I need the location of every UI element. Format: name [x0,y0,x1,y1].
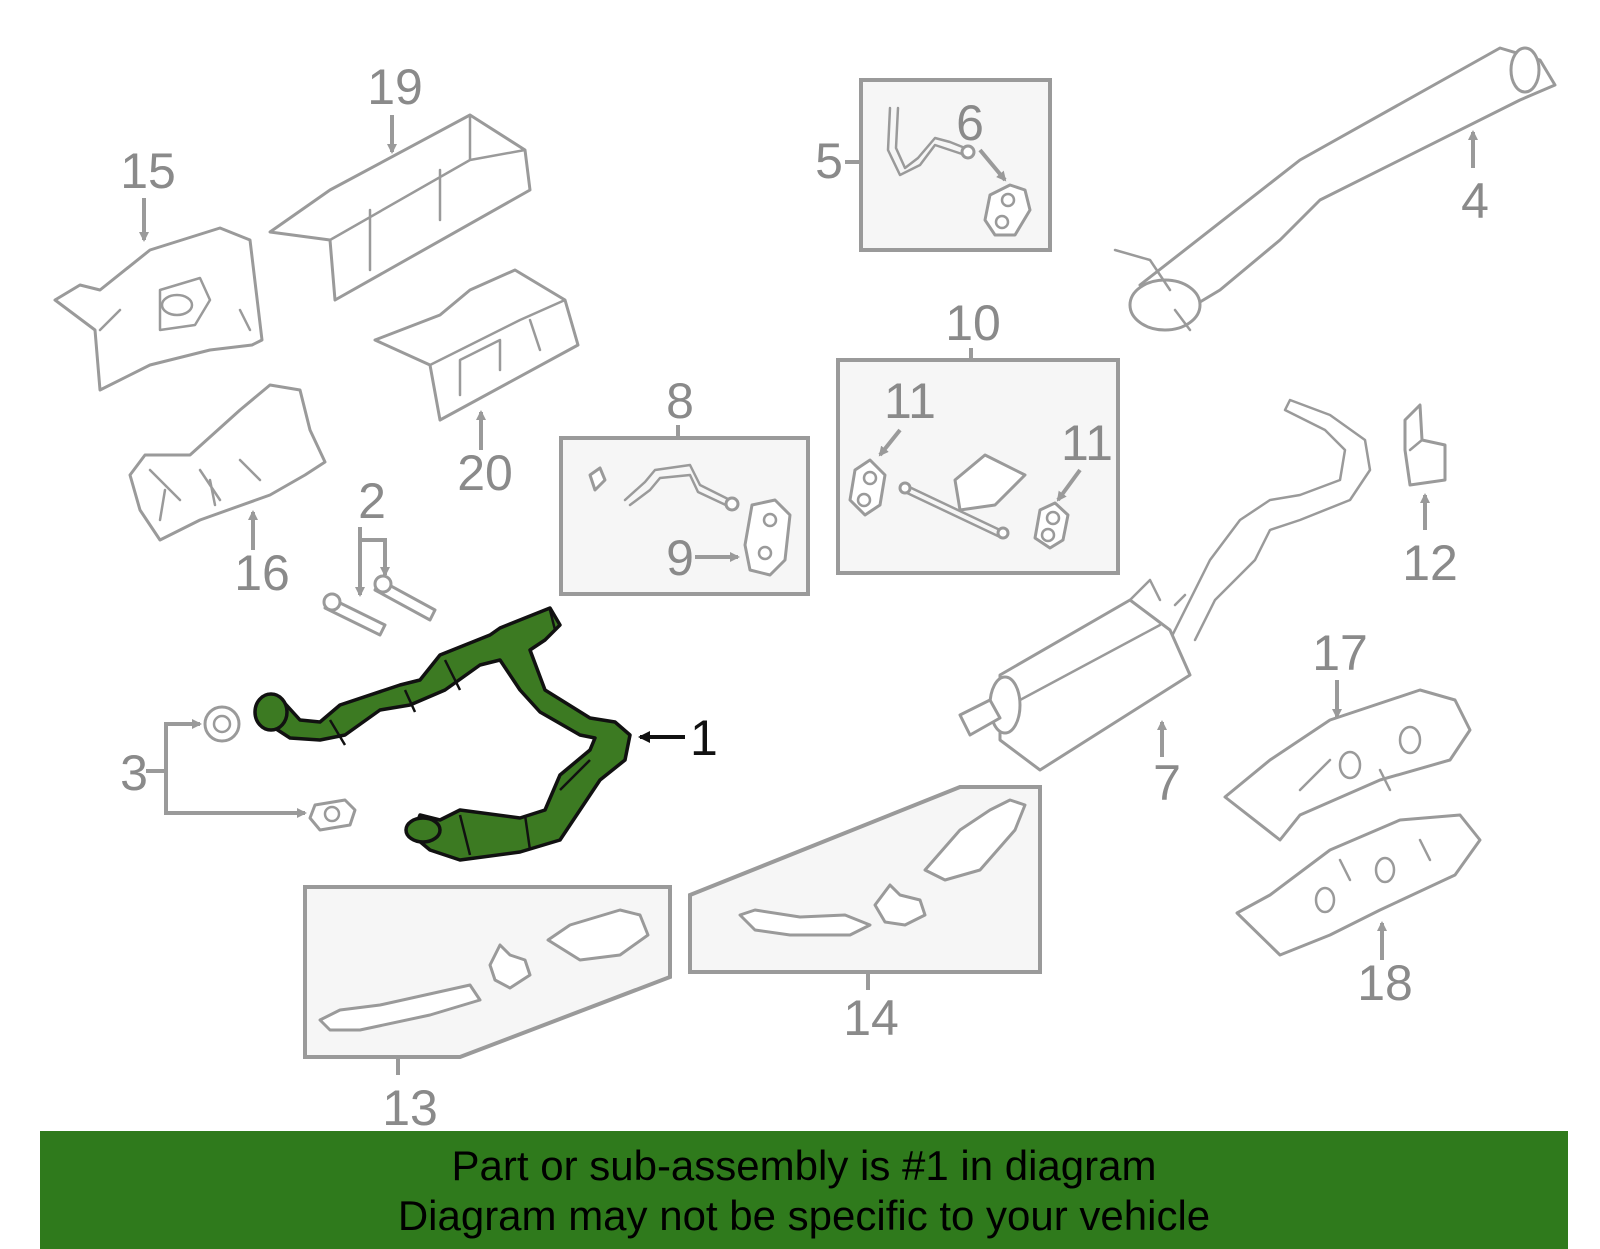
hanger-bracket-10[interactable] [898,453,1027,540]
leader-2a [358,527,390,577]
callout-12: 12 [1402,535,1458,591]
callout-8: 8 [666,373,694,429]
bracket-12[interactable] [1403,403,1447,487]
callout-9: 9 [666,530,694,586]
heat-shield-19[interactable] [268,113,532,302]
callout-7: 7 [1153,755,1181,811]
stud-2[interactable] [322,574,437,637]
hanger-8[interactable] [588,463,740,512]
callout-11a: 11 [884,373,936,429]
heat-shield-20[interactable] [373,268,580,422]
heat-shield-kit-13[interactable] [318,908,650,1032]
muffler-7[interactable] [958,398,1372,772]
callout-13: 13 [382,1080,438,1136]
leader-6 [978,148,1007,182]
callout-11b: 11 [1061,415,1113,471]
callout-1: 1 [690,710,718,766]
leader-11b [1056,468,1082,502]
callout-10: 10 [945,295,1001,351]
tail-pipe-4[interactable] [1113,46,1557,332]
callout-17: 17 [1312,625,1368,681]
hanger-5[interactable] [886,106,976,177]
heat-shield-16[interactable] [128,383,327,542]
callout-2: 2 [358,473,386,529]
insulator-9[interactable] [743,498,792,577]
leader-3a [146,719,202,773]
callout-16: 16 [234,545,290,601]
info-banner: Part or sub-assembly is #1 in diagram Di… [40,1131,1568,1249]
insulator-11a[interactable] [848,458,887,517]
exhaust-y-pipe-1[interactable] [253,606,632,862]
heat-shield-18[interactable] [1235,813,1482,957]
banner-line-2: Diagram may not be specific to your vehi… [397,1192,1211,1239]
leader-11a [878,428,902,457]
nut-3b[interactable] [308,798,357,832]
leader-3b [164,771,307,818]
banner-line-1: Part or sub-assembly is #1 in diagram [451,1142,1157,1189]
callout-18: 18 [1357,955,1413,1011]
callout-15: 15 [120,143,176,199]
insulator-6[interactable] [983,183,1032,237]
callout-20: 20 [457,445,513,501]
callout-6: 6 [956,95,984,151]
callout-3: 3 [120,745,148,801]
heat-shield-kit-14[interactable] [738,798,1027,937]
heat-shield-15[interactable] [53,226,264,392]
nut-3a[interactable] [203,705,241,743]
callout-14: 14 [843,990,899,1046]
callout-19: 19 [367,59,423,115]
callout-5: 5 [815,133,843,189]
insulator-11b[interactable] [1033,501,1070,550]
callout-4: 4 [1461,173,1489,229]
heat-shield-17[interactable] [1223,688,1472,842]
